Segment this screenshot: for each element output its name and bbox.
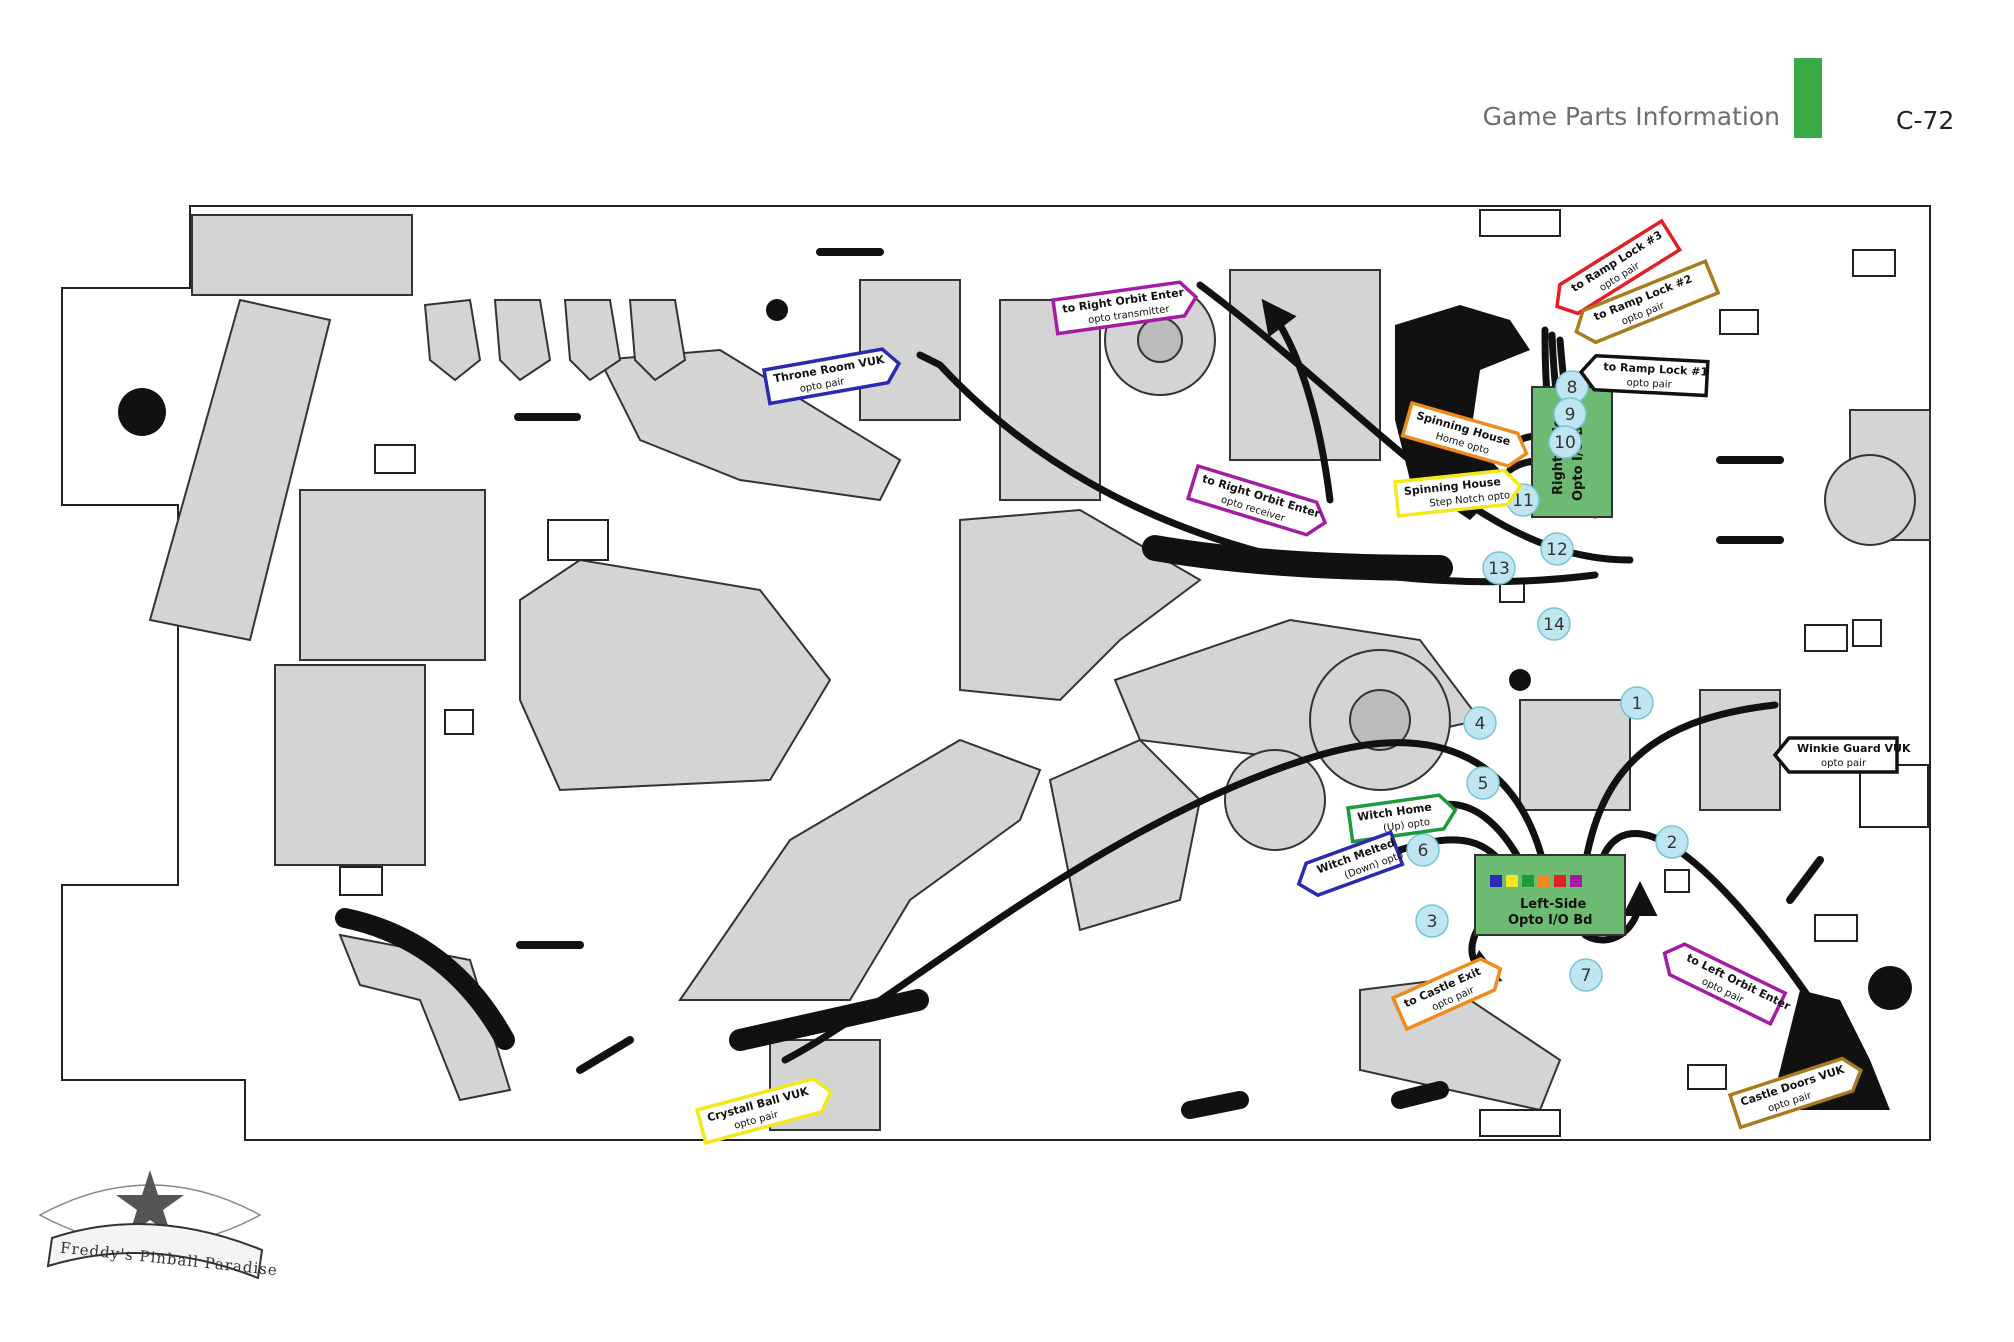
lower-center-plastic (1048, 738, 1202, 932)
drop-target-2 (493, 299, 552, 382)
left-hole (118, 388, 166, 436)
callout-witchhome: Witch Home(Up) opto (1346, 793, 1458, 844)
connector-label: 2 (1667, 833, 1678, 853)
callout-name: to Ramp Lock #1 (1603, 360, 1708, 378)
mount-10 (1859, 764, 1929, 828)
callout-sub: opto pair (1821, 758, 1867, 769)
connector-label: 8 (1567, 378, 1578, 398)
connector-number-14: 14 (1537, 607, 1571, 641)
slot-9 (1786, 856, 1824, 904)
left-mechanism-upper (299, 489, 486, 661)
lower-black-ramp (729, 989, 929, 1051)
freddys-pinball-paradise-logo: Freddy's Pinball Paradise (38, 1170, 279, 1280)
connector-label: 11 (1512, 491, 1534, 511)
mount-8 (1852, 619, 1882, 647)
connector-number-3: 3 (1415, 904, 1449, 938)
upper-gear-hub (1137, 317, 1183, 363)
witch-gear-hub (1349, 689, 1411, 751)
connector-label: 3 (1427, 912, 1438, 932)
post-2 (1509, 669, 1531, 691)
connector-label: 7 (1581, 966, 1592, 986)
connector-number-6: 6 (1406, 833, 1440, 867)
upper-left-plastic (598, 348, 902, 502)
connector-label: 12 (1546, 540, 1568, 560)
spinning-house-shadow (1395, 305, 1530, 520)
upper-black-ramp (1142, 535, 1453, 581)
mount-2 (444, 709, 474, 735)
left-black-ramp (335, 908, 515, 1050)
center-plastic (959, 508, 1202, 702)
mount-6 (1852, 249, 1896, 277)
section-color-bar (1794, 58, 1822, 138)
connector-number-7: 7 (1569, 958, 1603, 992)
post-1 (766, 299, 788, 321)
connector-label: 1 (1632, 694, 1643, 714)
connector-number-12: 12 (1540, 532, 1574, 566)
mount-4 (547, 519, 609, 561)
wire-rorx (1261, 298, 1334, 504)
mount-9 (1814, 914, 1858, 942)
right-hole (1868, 966, 1912, 1010)
page-number: C-72 (1896, 106, 1955, 135)
connector-label: 14 (1543, 615, 1565, 635)
right-orbit-diverter (999, 299, 1101, 501)
connector-label: 6 (1418, 841, 1429, 861)
connector-number-9: 9 (1553, 397, 1587, 431)
wire-1 (1581, 701, 1779, 869)
left-mechanism-lower (274, 664, 426, 866)
upper-left-bracket (191, 214, 413, 296)
left-board-mount (1519, 699, 1631, 811)
connector-label: 4 (1475, 714, 1486, 734)
slot-5 (1391, 1081, 1449, 1109)
slot-4 (1181, 1091, 1249, 1119)
connector-number-10: 10 (1548, 425, 1582, 459)
callout-name: Winkie Guard VUK (1797, 742, 1911, 755)
callout-sub: opto pair (1626, 377, 1672, 390)
connector-number-1: 1 (1620, 686, 1654, 720)
left-board-name: Left-Side (1520, 897, 1586, 912)
drop-target-1 (423, 298, 482, 382)
connector-number-4: 4 (1463, 706, 1497, 740)
left-center-plastic (519, 558, 832, 792)
star-icon (116, 1170, 184, 1235)
connector-label: 9 (1565, 405, 1576, 425)
mount-5 (1719, 309, 1759, 335)
slot-8 (576, 1036, 634, 1074)
connector-label: 13 (1488, 559, 1510, 579)
mount-3 (339, 866, 383, 896)
bottom-bracket (1479, 1109, 1561, 1137)
mount-12 (1664, 869, 1690, 893)
connector-number-5: 5 (1466, 766, 1500, 800)
mount-7 (1804, 624, 1848, 652)
mount-11 (1687, 1064, 1727, 1090)
top-bracket (1479, 209, 1561, 237)
connector-number-2: 2 (1655, 825, 1689, 859)
connector-number-13: 13 (1482, 551, 1516, 585)
drop-target-4 (628, 299, 687, 382)
left-board-sub: Opto I/O Bd (1508, 913, 1592, 928)
right-disc (1824, 454, 1916, 546)
drop-target-3 (563, 299, 622, 382)
connector-label: 5 (1478, 774, 1489, 794)
connector-label: 10 (1554, 433, 1576, 453)
lower-left-plastic (678, 738, 1042, 1001)
lower-gear (1224, 749, 1326, 851)
left-lane-assembly (148, 298, 332, 642)
upper-right-mechanism (1229, 269, 1381, 461)
mount-1 (374, 444, 416, 474)
left-opto-board: Left-Side Opto I/O Bd (1474, 854, 1626, 936)
page-section-title: Game Parts Information (1482, 102, 1780, 131)
callout-winkie: Winkie Guard VUK opto pair (1772, 736, 1911, 774)
